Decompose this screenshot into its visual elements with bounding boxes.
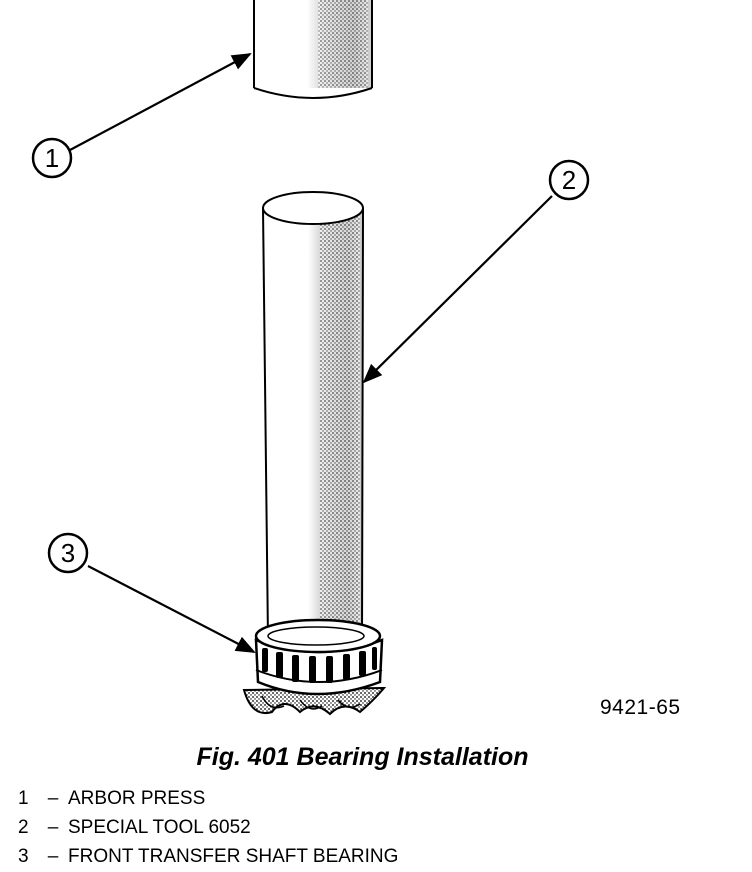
legend-item-number: 1 — [18, 788, 29, 809]
legend-item-text: ARBOR PRESS — [68, 788, 206, 809]
legend-item: 1–ARBOR PRESS — [18, 784, 398, 813]
legend-list: 1–ARBOR PRESS 2–SPECIAL TOOL 6052 3–FRON… — [18, 784, 398, 871]
callout-2: 2 — [362, 159, 590, 384]
legend-item-dash: – — [47, 788, 59, 809]
bearing-installation-illustration: 1 2 3 — [31, 0, 590, 716]
callout-3: 3 — [47, 532, 256, 653]
callout-2-number: 2 — [562, 165, 576, 195]
legend-item-text: SPECIAL TOOL 6052 — [68, 817, 251, 838]
legend-item-number: 3 — [18, 846, 29, 867]
special-tool-rod — [262, 191, 364, 641]
legend-item-text: FRONT TRANSFER SHAFT BEARING — [68, 846, 399, 867]
figure-caption: Fig. 401 Bearing Installation — [196, 743, 529, 771]
legend-item-dash: – — [47, 846, 59, 867]
callout-3-number: 3 — [61, 538, 75, 568]
arbor-press-ram — [253, 0, 373, 99]
legend-item: 3–FRONT TRANSFER SHAFT BEARING — [18, 842, 398, 871]
legend-item: 2–SPECIAL TOOL 6052 — [18, 813, 398, 842]
callout-1: 1 — [31, 53, 252, 179]
front-transfer-shaft-bearing — [242, 618, 387, 716]
legend-item-number: 2 — [18, 817, 29, 838]
callout-1-number: 1 — [45, 143, 59, 173]
figure-code: 9421-65 — [600, 696, 681, 719]
legend-item-dash: – — [47, 817, 59, 838]
